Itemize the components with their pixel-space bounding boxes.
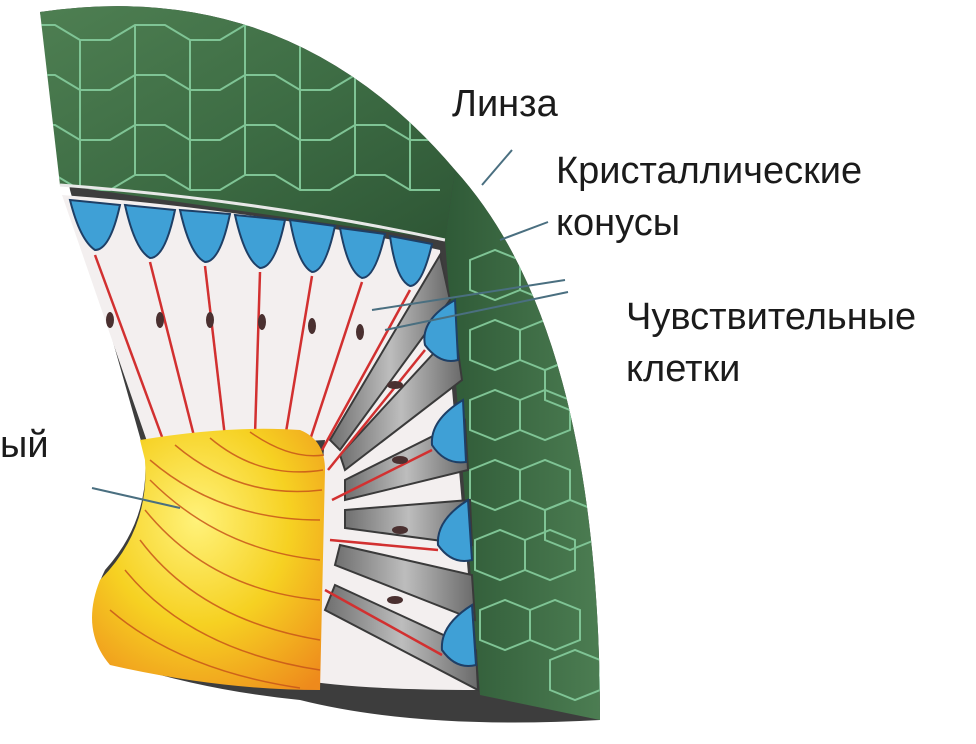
leader-line-crystal-cones — [500, 222, 548, 240]
label-optic-nerve-partial: ый — [0, 425, 49, 465]
leader-line-lens — [482, 150, 512, 185]
label-sensory-cells-line2: клетки — [626, 349, 740, 389]
optic-nerve — [92, 429, 325, 690]
label-crystalline-cones-line2: конусы — [556, 203, 680, 243]
label-sensory-cells-line1: Чувствительные — [626, 297, 916, 337]
label-lens: Линза — [452, 84, 558, 124]
label-crystalline-cones-line1: Кристаллические — [556, 151, 862, 191]
